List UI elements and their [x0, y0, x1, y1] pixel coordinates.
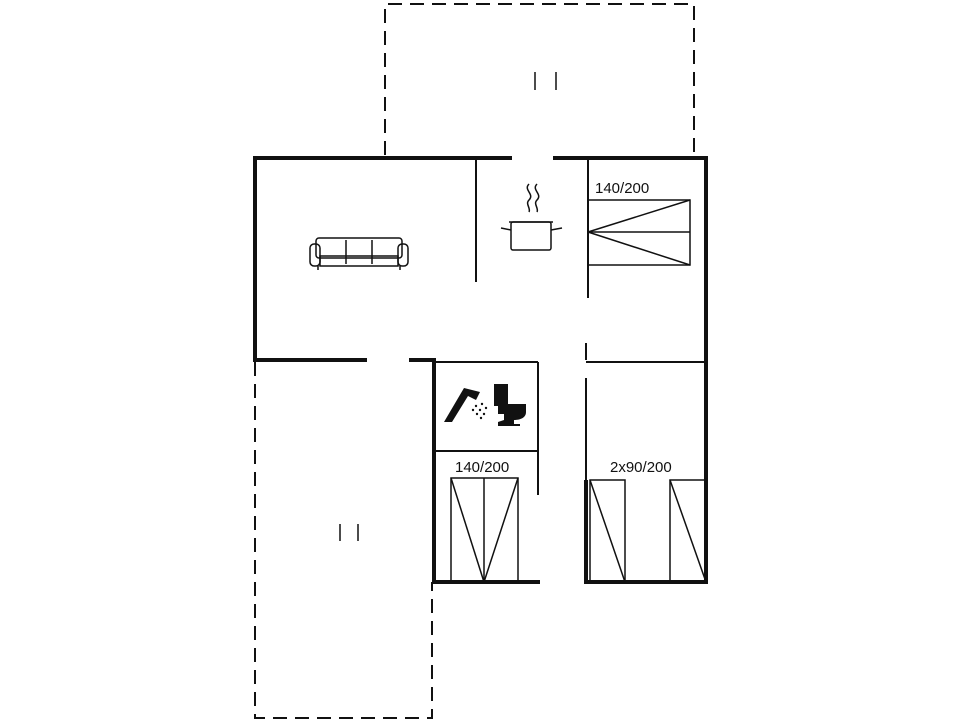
toilet-icon [494, 384, 526, 426]
bedroom-1-bed-label: 140/200 [595, 180, 649, 197]
lower-terrace [254, 362, 433, 719]
bed-icon [587, 199, 691, 266]
bedroom-2-bed: 140/200 [450, 459, 519, 583]
bed-icon [669, 479, 707, 583]
bedroom-1-bed: 140/200 [587, 180, 691, 266]
exterior-walls [253, 156, 708, 584]
cooking-pot-icon [500, 183, 563, 251]
sofa-icon [309, 237, 409, 270]
bedroom-3-beds: 2x90/200 [589, 459, 707, 583]
bedroom-2-bed-label: 140/200 [455, 459, 509, 476]
bedroom-3-bed-label: 2x90/200 [610, 459, 672, 476]
bed-icon [450, 477, 519, 583]
bed-icon [589, 479, 626, 583]
upper-terrace [384, 3, 695, 155]
shower-icon [444, 388, 488, 422]
